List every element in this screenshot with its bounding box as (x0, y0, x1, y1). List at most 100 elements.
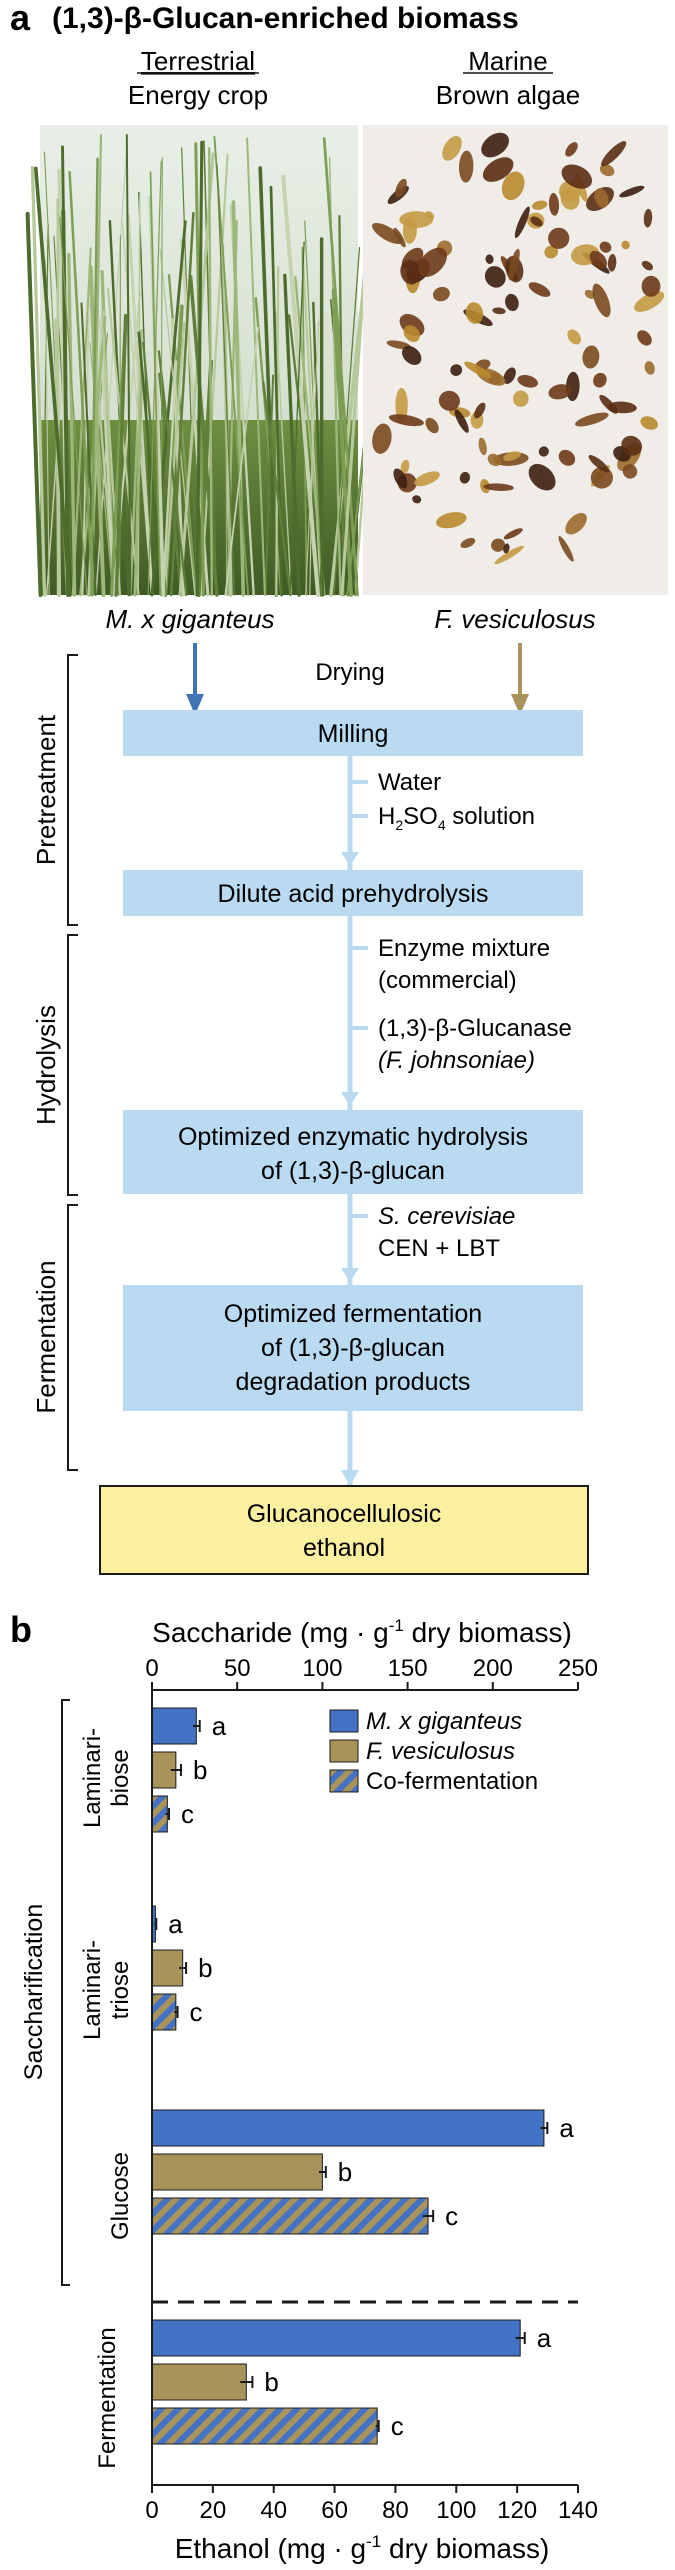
algae-frond (432, 286, 450, 302)
algae-frond (436, 512, 467, 529)
grass-blade (59, 216, 88, 596)
cat-laminaribiose-1: Laminari- (79, 1728, 106, 1828)
algae-frond (634, 291, 665, 312)
algae-frond (514, 206, 530, 239)
bar-glucose-2 (151, 2153, 323, 2191)
algae-frond (484, 266, 506, 288)
algae-frond (393, 227, 406, 248)
miscanthus-photo (25, 125, 383, 597)
algae-frond (395, 178, 407, 198)
grass-blade (264, 374, 275, 596)
algae-frond (372, 222, 403, 245)
algae-frond (599, 241, 612, 253)
grass-blade (90, 157, 99, 597)
bar-laminaribiose-3 (151, 1795, 168, 1833)
algae-frond (393, 468, 408, 489)
algae-frond (482, 157, 514, 182)
right-col-heading: Marine (468, 46, 547, 76)
significance-letter: c (181, 1799, 194, 1829)
grass-blade (71, 247, 92, 597)
significance-letter: b (264, 2367, 278, 2397)
algae-frond (582, 345, 600, 369)
panel-a-title: (1,3)-β-Glucan-enriched biomass (52, 2, 519, 35)
top-tick-label: 150 (388, 1655, 428, 1682)
grass-blade (167, 274, 198, 597)
final-box-text: Glucanocellulosic ethanol (99, 1486, 589, 1575)
stage-label-fermentation: Fermentation (31, 1260, 61, 1413)
legend-swatch-fv (329, 1739, 359, 1763)
algae-frond (592, 283, 611, 318)
algae-frond (501, 171, 525, 201)
significance-letter: b (198, 1953, 212, 1983)
algae-frond (474, 402, 486, 419)
algae-frond (458, 150, 474, 183)
algae-frond (442, 136, 462, 161)
algae-frond (372, 423, 392, 454)
significance-letter: a (168, 1909, 183, 1939)
top-axis-label: Saccharide (mg · g-1 dry biomass) (152, 1616, 572, 1648)
algae-frond (465, 302, 484, 324)
algae-frond (528, 282, 551, 297)
bottom-tick-label: 120 (497, 2497, 537, 2524)
grass-blade (333, 246, 361, 596)
grass-blade (195, 140, 204, 597)
grass-blade (181, 147, 198, 596)
algae-frond (599, 164, 615, 177)
grass-blade (137, 194, 141, 596)
optimized-fermentation-box (123, 1285, 583, 1411)
grass-blade (67, 252, 77, 597)
algae-frond (548, 384, 572, 400)
stage-label-pretreatment: Pretreatment (31, 714, 61, 865)
grass-blade (147, 160, 162, 596)
fucus-photo (363, 125, 668, 595)
algae-frond (483, 483, 514, 491)
cat-fermentation: Fermentation (94, 2327, 121, 2468)
optimized-hydrolysis-line2: of (1,3)-β-glucan (261, 1157, 445, 1185)
significance-letter: a (537, 2323, 552, 2353)
algae-frond (588, 455, 610, 473)
grass-blade (188, 275, 219, 597)
grass-blade (129, 329, 143, 597)
algae-frond (548, 227, 570, 249)
algae-frond (494, 545, 524, 565)
algae-frond (414, 471, 440, 487)
grass-blade (169, 211, 195, 597)
algae-frond (485, 254, 494, 264)
bar-laminaritriose-3 (151, 1993, 177, 2031)
legend-label-mxg: M. x giganteus (366, 1708, 522, 1735)
algae-frond (640, 416, 658, 430)
bottom-tick-label: 80 (382, 2497, 409, 2524)
algae-frond (548, 193, 560, 216)
dilute-acid-label: Dilute acid prehydrolysis (218, 880, 489, 908)
grass-blade (208, 147, 213, 597)
grass-blade (283, 273, 301, 597)
bar-fermentation-3 (151, 2407, 378, 2445)
water-label: Water (378, 769, 441, 796)
algae-frond (593, 372, 607, 388)
algae-frond (567, 329, 581, 345)
top-tick-label: 250 (558, 1655, 598, 1682)
algae-frond (403, 325, 420, 342)
left-species-label: M. x giganteus (105, 604, 274, 634)
grass-blade (161, 360, 178, 597)
cat-laminaritriose-1: Laminari- (79, 1940, 106, 2040)
significance-letter: c (391, 2411, 404, 2441)
grass-blade (226, 220, 238, 597)
miscanthus-input-arrow (186, 643, 204, 715)
algae-frond (395, 387, 408, 423)
panel-a-flowchart: a (1,3)-β-Glucan-enriched biomass Terres… (10, 0, 668, 1555)
algae-frond (643, 208, 653, 228)
right-species-label: F. vesiculosus (434, 604, 595, 634)
grass-blade (125, 134, 132, 596)
algae-frond (503, 451, 521, 461)
algae-frond (538, 446, 549, 457)
grass-blade (258, 166, 279, 597)
grass-blade (225, 299, 227, 596)
final-line1: Glucanocellulosic (247, 1500, 442, 1528)
algae-frond (492, 307, 506, 315)
algae-frond (621, 240, 630, 250)
right-col-sub: Brown algae (436, 80, 581, 110)
significance-letter: c (445, 2201, 458, 2231)
top-tick-label: 100 (302, 1655, 342, 1682)
